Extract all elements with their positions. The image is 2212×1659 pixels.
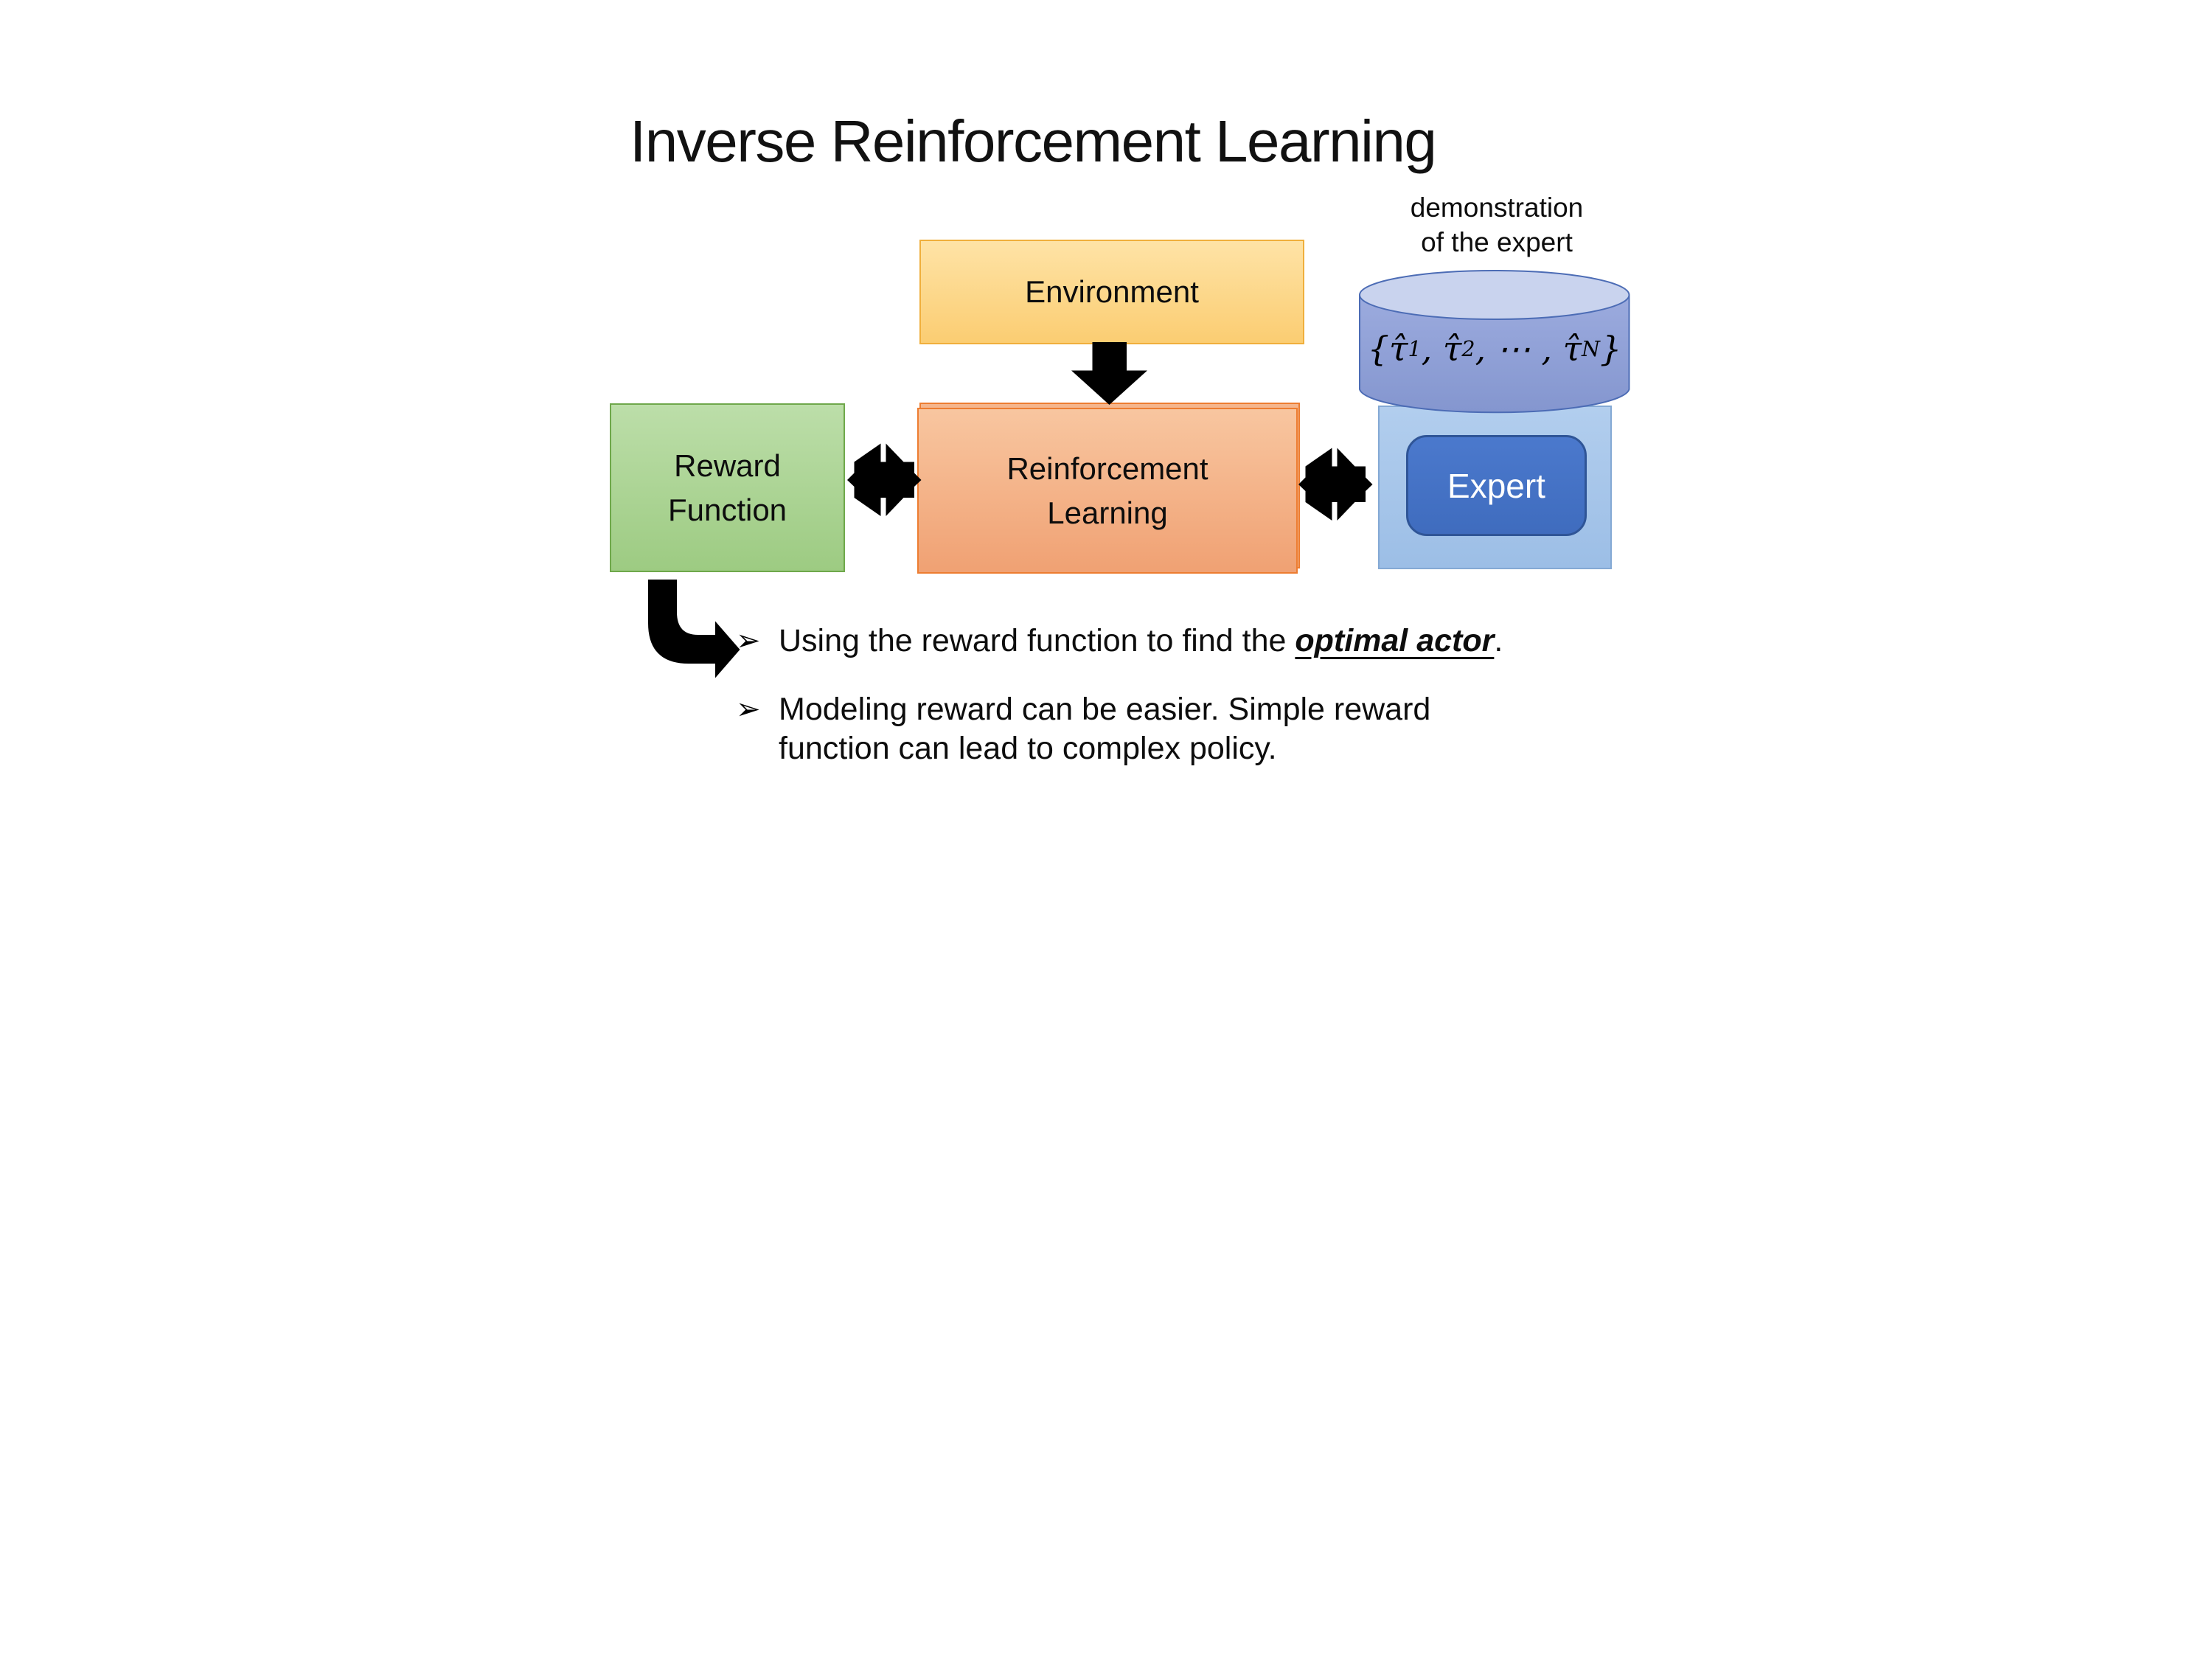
double-arrow-left-icon [847, 443, 922, 516]
rl-label-line-1: Reinforcement [1006, 451, 1208, 486]
elbow-arrow-icon [648, 580, 740, 678]
bullet-marker-icon: ➢ [736, 693, 761, 726]
formula-mid-2: , ⋯ , τ̂ [1475, 329, 1582, 369]
bullet-1-prefix: Using the reward function to find the [779, 623, 1295, 658]
caption-line-2: of the expert [1421, 227, 1573, 257]
reward-label-line-1: Reward [674, 448, 781, 483]
slide: Inverse Reinforcement Learning demonstra… [553, 0, 1659, 830]
formula-open: {τ̂ [1367, 329, 1408, 369]
double-arrow-right-icon [1298, 448, 1373, 521]
reward-label-line-2: Function [667, 492, 787, 527]
bullet-list: ➢ Using the reward function to find the … [736, 622, 1650, 768]
page-title: Inverse Reinforcement Learning [630, 108, 1437, 174]
bullet-item-2: ➢ Modeling reward can be easier. Simple … [736, 690, 1650, 768]
environment-label: Environment [1025, 274, 1199, 309]
rl-label-line-2: Learning [1047, 495, 1168, 530]
bullet-marker-icon: ➢ [736, 625, 761, 657]
expert-label: Expert [1447, 466, 1545, 505]
formula-sub-n: N [1582, 336, 1600, 361]
bullet-2-line-1: Modeling reward can be easier. Simple re… [779, 692, 1431, 727]
environment-box: Environment [919, 240, 1304, 344]
caption-line-1: demonstration [1410, 192, 1584, 223]
reinforcement-learning-label: Reinforcement Learning [1006, 447, 1208, 535]
bullet-1-suffix: . [1494, 623, 1503, 658]
formula-mid-1: , τ̂ [1421, 329, 1462, 369]
reward-function-box: Reward Function [610, 403, 845, 572]
bullet-2-line-2: function can lead to complex policy. [779, 731, 1277, 766]
formula-sub-1: 1 [1408, 336, 1422, 361]
reinforcement-learning-box: Reinforcement Learning [917, 408, 1298, 574]
bullet-item-1: ➢ Using the reward function to find the … [736, 622, 1650, 661]
down-arrow-icon [1071, 342, 1147, 405]
formula-close: } [1599, 329, 1622, 369]
formula-sub-2: 2 [1461, 336, 1475, 361]
demonstration-caption: demonstration of the expert [1335, 190, 1659, 260]
expert-box: Expert [1406, 435, 1587, 536]
bullet-1-text: Using the reward function to find the op… [779, 622, 1650, 661]
trajectory-set-formula: {τ̂1, τ̂2, ⋯ , τ̂N} [1360, 323, 1630, 375]
reward-function-label: Reward Function [668, 444, 787, 532]
bullet-1-emphasis: optimal actor [1295, 623, 1495, 658]
bullet-2-text: Modeling reward can be easier. Simple re… [779, 690, 1650, 768]
